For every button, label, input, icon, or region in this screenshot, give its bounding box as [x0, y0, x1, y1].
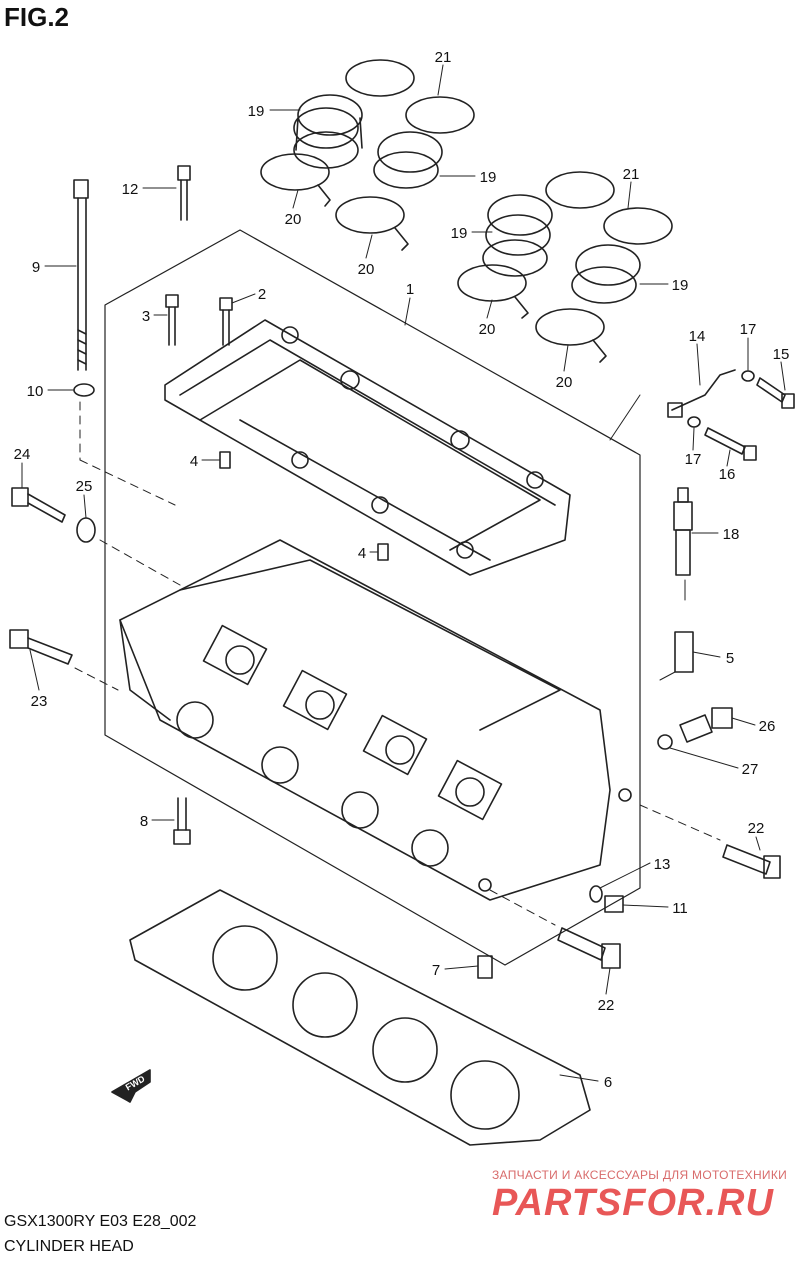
- bolt-22-upper: [722, 844, 781, 879]
- watermark-tagline: ЗАПЧАСТИ И АКСЕССУАРЫ ДЛЯ МОТОТЕХНИКИ: [492, 1168, 788, 1182]
- watermark-brand: PARTSFOR.RU: [492, 1182, 774, 1224]
- washer-25: [76, 517, 96, 543]
- bolt-24: [11, 487, 66, 523]
- bolt-23: [9, 629, 73, 665]
- part-callout-9: 9: [32, 259, 40, 276]
- part-callout-20: 20: [479, 321, 496, 338]
- part-callout-26: 26: [759, 718, 776, 735]
- washer-27: [657, 734, 673, 750]
- part-callout-14: 14: [689, 328, 706, 345]
- part-callout-24: 24: [14, 446, 31, 463]
- bolt-22-lower: [557, 927, 621, 969]
- cylinder-head: [119, 539, 632, 901]
- part-callout-20: 20: [285, 211, 302, 228]
- part-callout-8: 8: [140, 813, 148, 830]
- intake-boot-group-lower: [457, 171, 673, 363]
- part-callout-17: 17: [740, 321, 757, 338]
- part-callout-11: 11: [672, 900, 688, 917]
- bolt-15: [756, 377, 795, 409]
- part-callout-21: 21: [435, 49, 452, 66]
- dowel-7: [477, 955, 493, 979]
- temperature-sensor: [679, 707, 733, 743]
- tappet: [674, 631, 694, 673]
- part-callout-13: 13: [654, 856, 671, 873]
- part-callout-3: 3: [142, 308, 150, 325]
- part-callout-4: 4: [190, 453, 198, 470]
- part-callout-6: 6: [604, 1074, 612, 1091]
- model-code: GSX1300RY E03 E28_002: [4, 1213, 197, 1230]
- part-callout-4: 4: [358, 545, 366, 562]
- part-callout-10: 10: [27, 383, 44, 400]
- part-callout-22: 22: [748, 820, 765, 837]
- part-callout-7: 7: [432, 962, 440, 979]
- breather-pipe: [671, 369, 736, 411]
- part-callout-5: 5: [726, 650, 734, 667]
- part-callout-19: 19: [451, 225, 468, 242]
- part-callout-17: 17: [685, 451, 702, 468]
- part-callout-19: 19: [248, 103, 265, 120]
- long-bolt: [73, 179, 89, 371]
- leader-lines: [21, 64, 786, 1082]
- part-callout-16: 16: [719, 466, 736, 483]
- part-callout-15: 15: [773, 346, 790, 363]
- part-name: CYLINDER HEAD: [4, 1238, 134, 1255]
- head-gasket: [129, 889, 591, 1146]
- assembly-outline: [104, 229, 641, 966]
- dowel-pin: [219, 451, 231, 469]
- part-callout-25: 25: [76, 478, 93, 495]
- part-callout-2: 2: [258, 286, 266, 303]
- bolt-11: [604, 895, 624, 913]
- part-callout-12: 12: [122, 181, 139, 198]
- intake-boot-group-upper: [260, 59, 475, 251]
- spark-plug: [673, 487, 693, 576]
- washer-17: [741, 370, 755, 382]
- washer-13: [589, 885, 603, 903]
- cover-bolts: [165, 294, 233, 346]
- dowel-pin: [377, 543, 389, 561]
- cylinder-head-cover: [164, 319, 571, 576]
- bolt-16: [704, 427, 757, 461]
- part-callout-20: 20: [556, 374, 573, 391]
- figure-title: FIG.2: [4, 2, 70, 32]
- fwd-arrow-icon: [111, 1069, 151, 1103]
- part-callout-27: 27: [742, 761, 759, 778]
- part-callout-23: 23: [31, 693, 48, 710]
- bolt-12: [177, 165, 191, 221]
- washer: [73, 383, 95, 397]
- part-callout-19: 19: [480, 169, 497, 186]
- washer-17: [687, 416, 701, 428]
- part-callout-1: 1: [406, 281, 414, 298]
- part-callout-21: 21: [623, 166, 640, 183]
- bolt-8: [173, 797, 191, 845]
- part-callout-19: 19: [672, 277, 689, 294]
- part-callout-18: 18: [723, 526, 740, 543]
- part-callout-22: 22: [598, 997, 615, 1014]
- part-callout-20: 20: [358, 261, 375, 278]
